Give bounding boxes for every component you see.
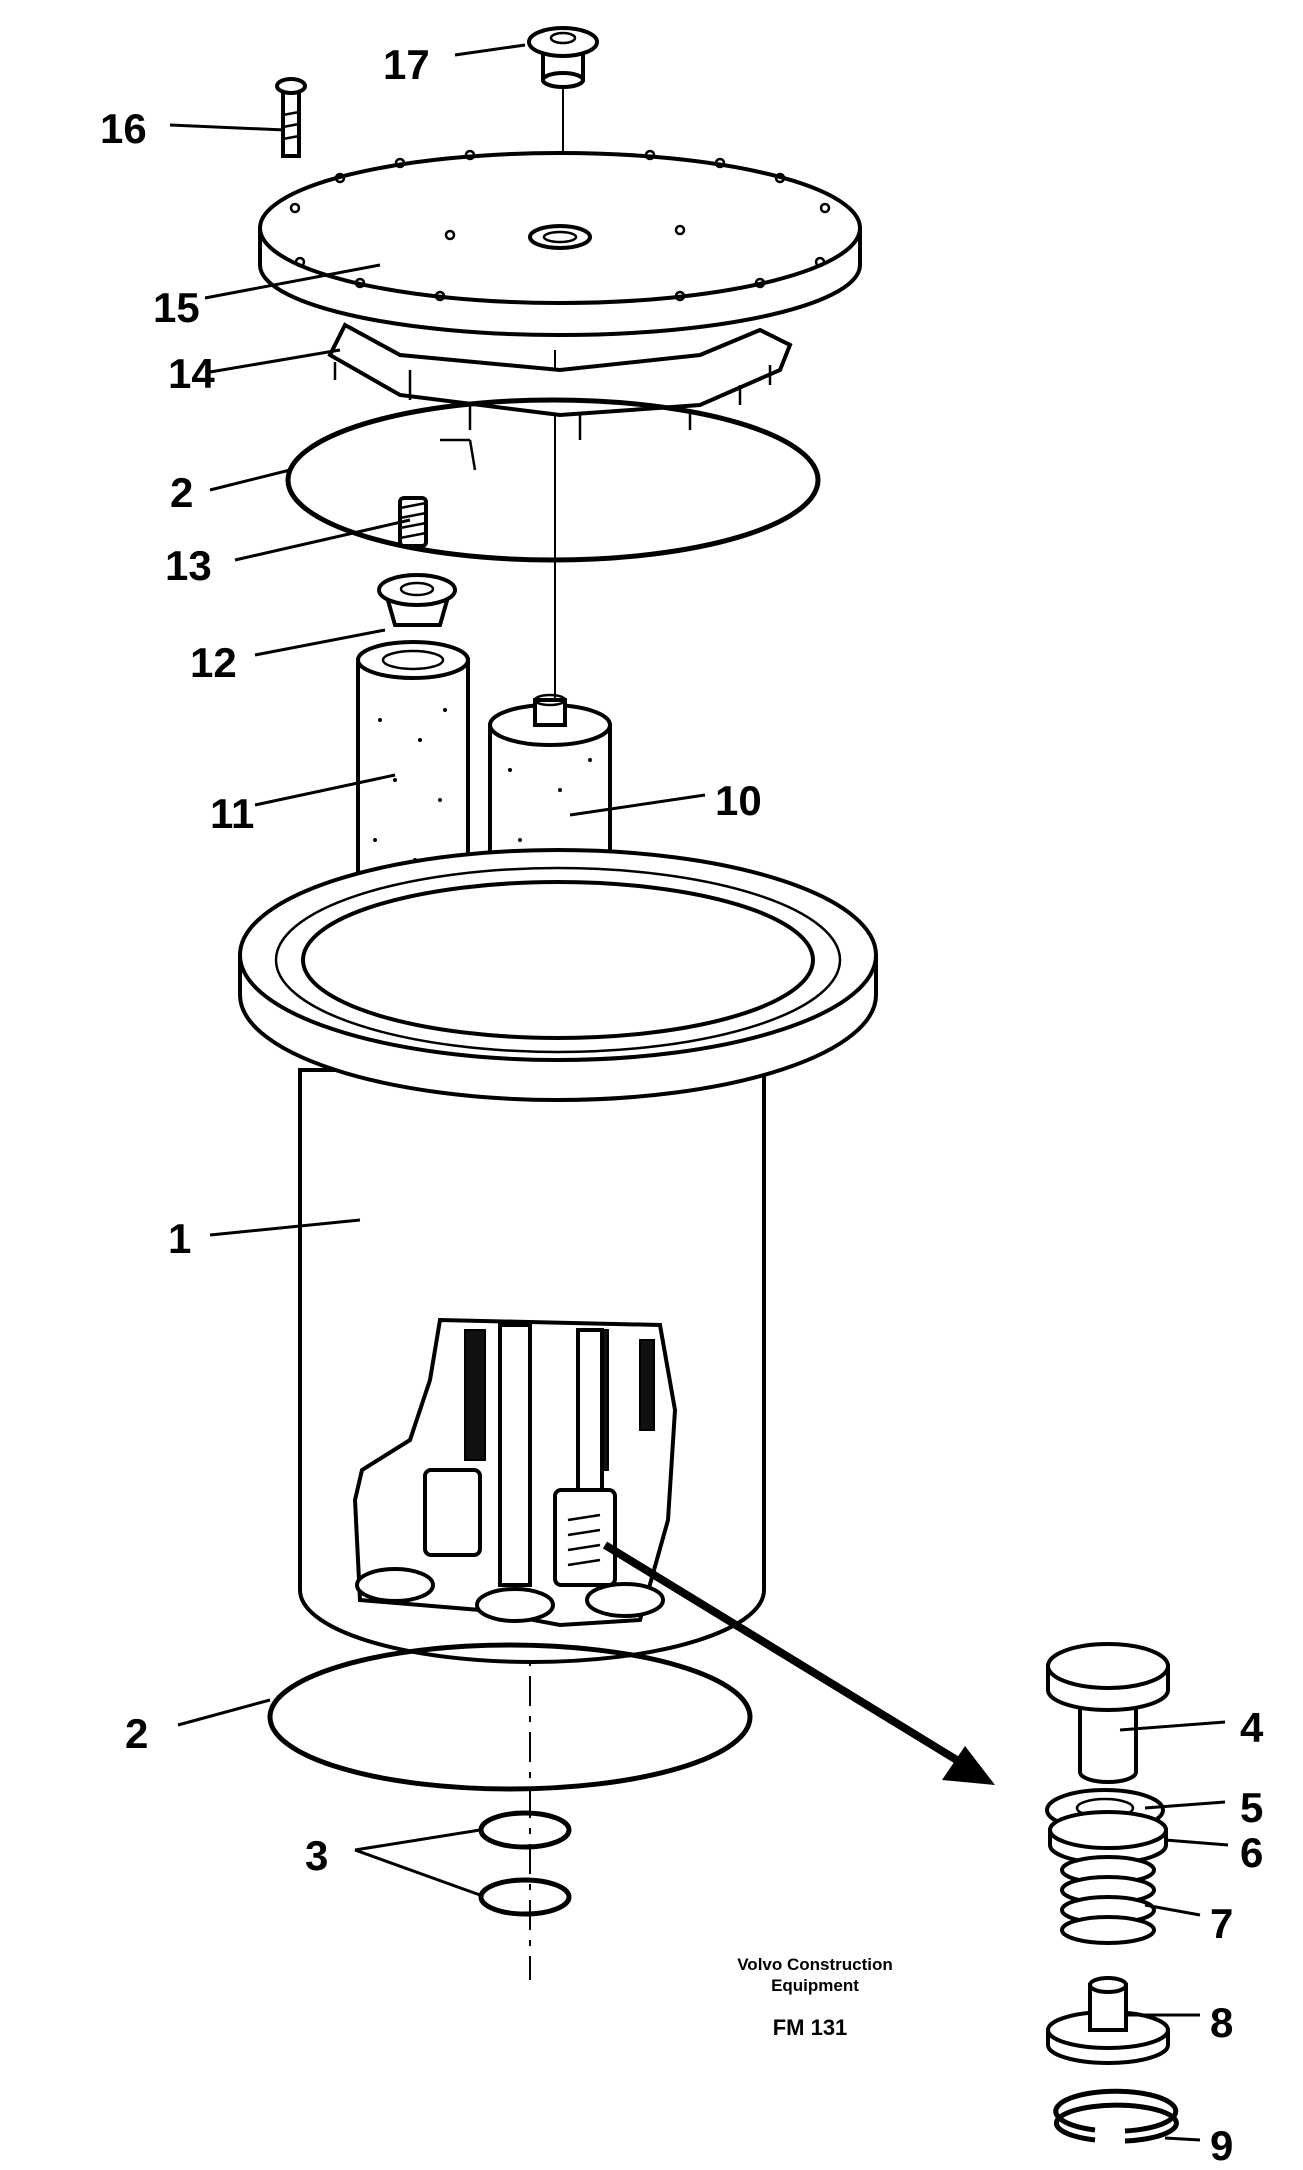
- part-15-cover-plate: [258, 149, 862, 337]
- callout-1: 1: [168, 1215, 191, 1262]
- part-2-o-ring-top: [285, 397, 821, 563]
- callout-3: 3: [305, 1832, 328, 1879]
- part-4-valve-plunger: [1046, 1642, 1170, 1784]
- callout-5: 5: [1240, 1784, 1263, 1831]
- part-3-seal-rings: [478, 1810, 572, 1917]
- detail-arrow: [602, 1541, 995, 1785]
- callout-8: 8: [1210, 1999, 1233, 2046]
- part-6-ring: [1048, 1810, 1168, 1865]
- credit-line-2: Equipment: [771, 1976, 859, 1995]
- part-7-valve-spring: [1060, 1855, 1156, 1945]
- callout-labels: 17 16 15 14 2 13 12 11 10 1 2 3 4 5 6 7 …: [100, 41, 1264, 2169]
- callout-15: 15: [153, 284, 200, 331]
- part-13-spring: [398, 438, 477, 548]
- part-9-circlip: [1053, 2088, 1179, 2144]
- part-8-valve-pin: [1046, 1976, 1170, 2065]
- part-16-bolt: [275, 77, 307, 158]
- credit-line-1: Volvo Construction: [737, 1955, 893, 1974]
- callout-14: 14: [168, 350, 215, 397]
- part-14-gasket: [327, 322, 793, 440]
- part-17-plug: [527, 26, 599, 89]
- callout-12: 12: [190, 639, 237, 686]
- callout-2-bottom: 2: [125, 1710, 148, 1757]
- callout-4: 4: [1240, 1704, 1264, 1751]
- part-12-valve-seat: [377, 573, 457, 627]
- credit-block: Volvo Construction Equipment FM 131: [737, 1955, 893, 2040]
- callout-10: 10: [715, 777, 762, 824]
- callout-17: 17: [383, 41, 430, 88]
- callout-2-top: 2: [170, 469, 193, 516]
- callout-16: 16: [100, 105, 147, 152]
- part-1-tank-housing: [238, 848, 878, 1664]
- callout-7: 7: [1210, 1900, 1233, 1947]
- part-2-o-ring-bottom: [267, 1642, 753, 1792]
- callout-6: 6: [1240, 1829, 1263, 1876]
- figure-code: FM 131: [773, 2015, 848, 2040]
- callout-9: 9: [1210, 2122, 1233, 2169]
- callout-13: 13: [165, 542, 212, 589]
- leader-lines: [169, 43, 1229, 2142]
- callout-11: 11: [210, 790, 254, 837]
